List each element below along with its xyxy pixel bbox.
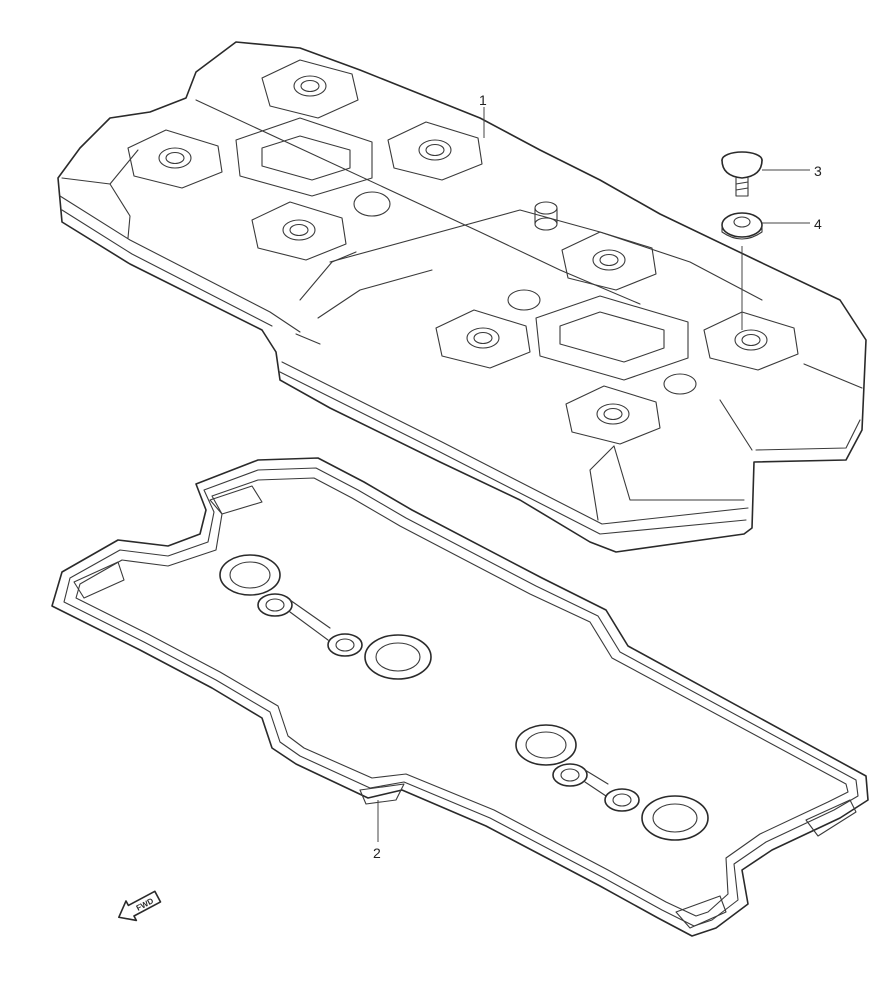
cover-bolt	[721, 151, 763, 197]
cylinder-head-cover-gasket	[51, 457, 869, 937]
callout-label-1: 1	[479, 92, 487, 108]
callout-label-3: 3	[814, 163, 822, 179]
leader-lines	[377, 107, 810, 842]
callout-labels: 1 2 3 4	[373, 92, 822, 861]
bolt-gasket-washer	[721, 212, 763, 240]
callout-label-2: 2	[373, 845, 381, 861]
callout-label-4: 4	[814, 216, 822, 232]
cylinder-head-cover	[57, 41, 867, 553]
front-direction-arrow-icon: FWD	[118, 890, 162, 922]
